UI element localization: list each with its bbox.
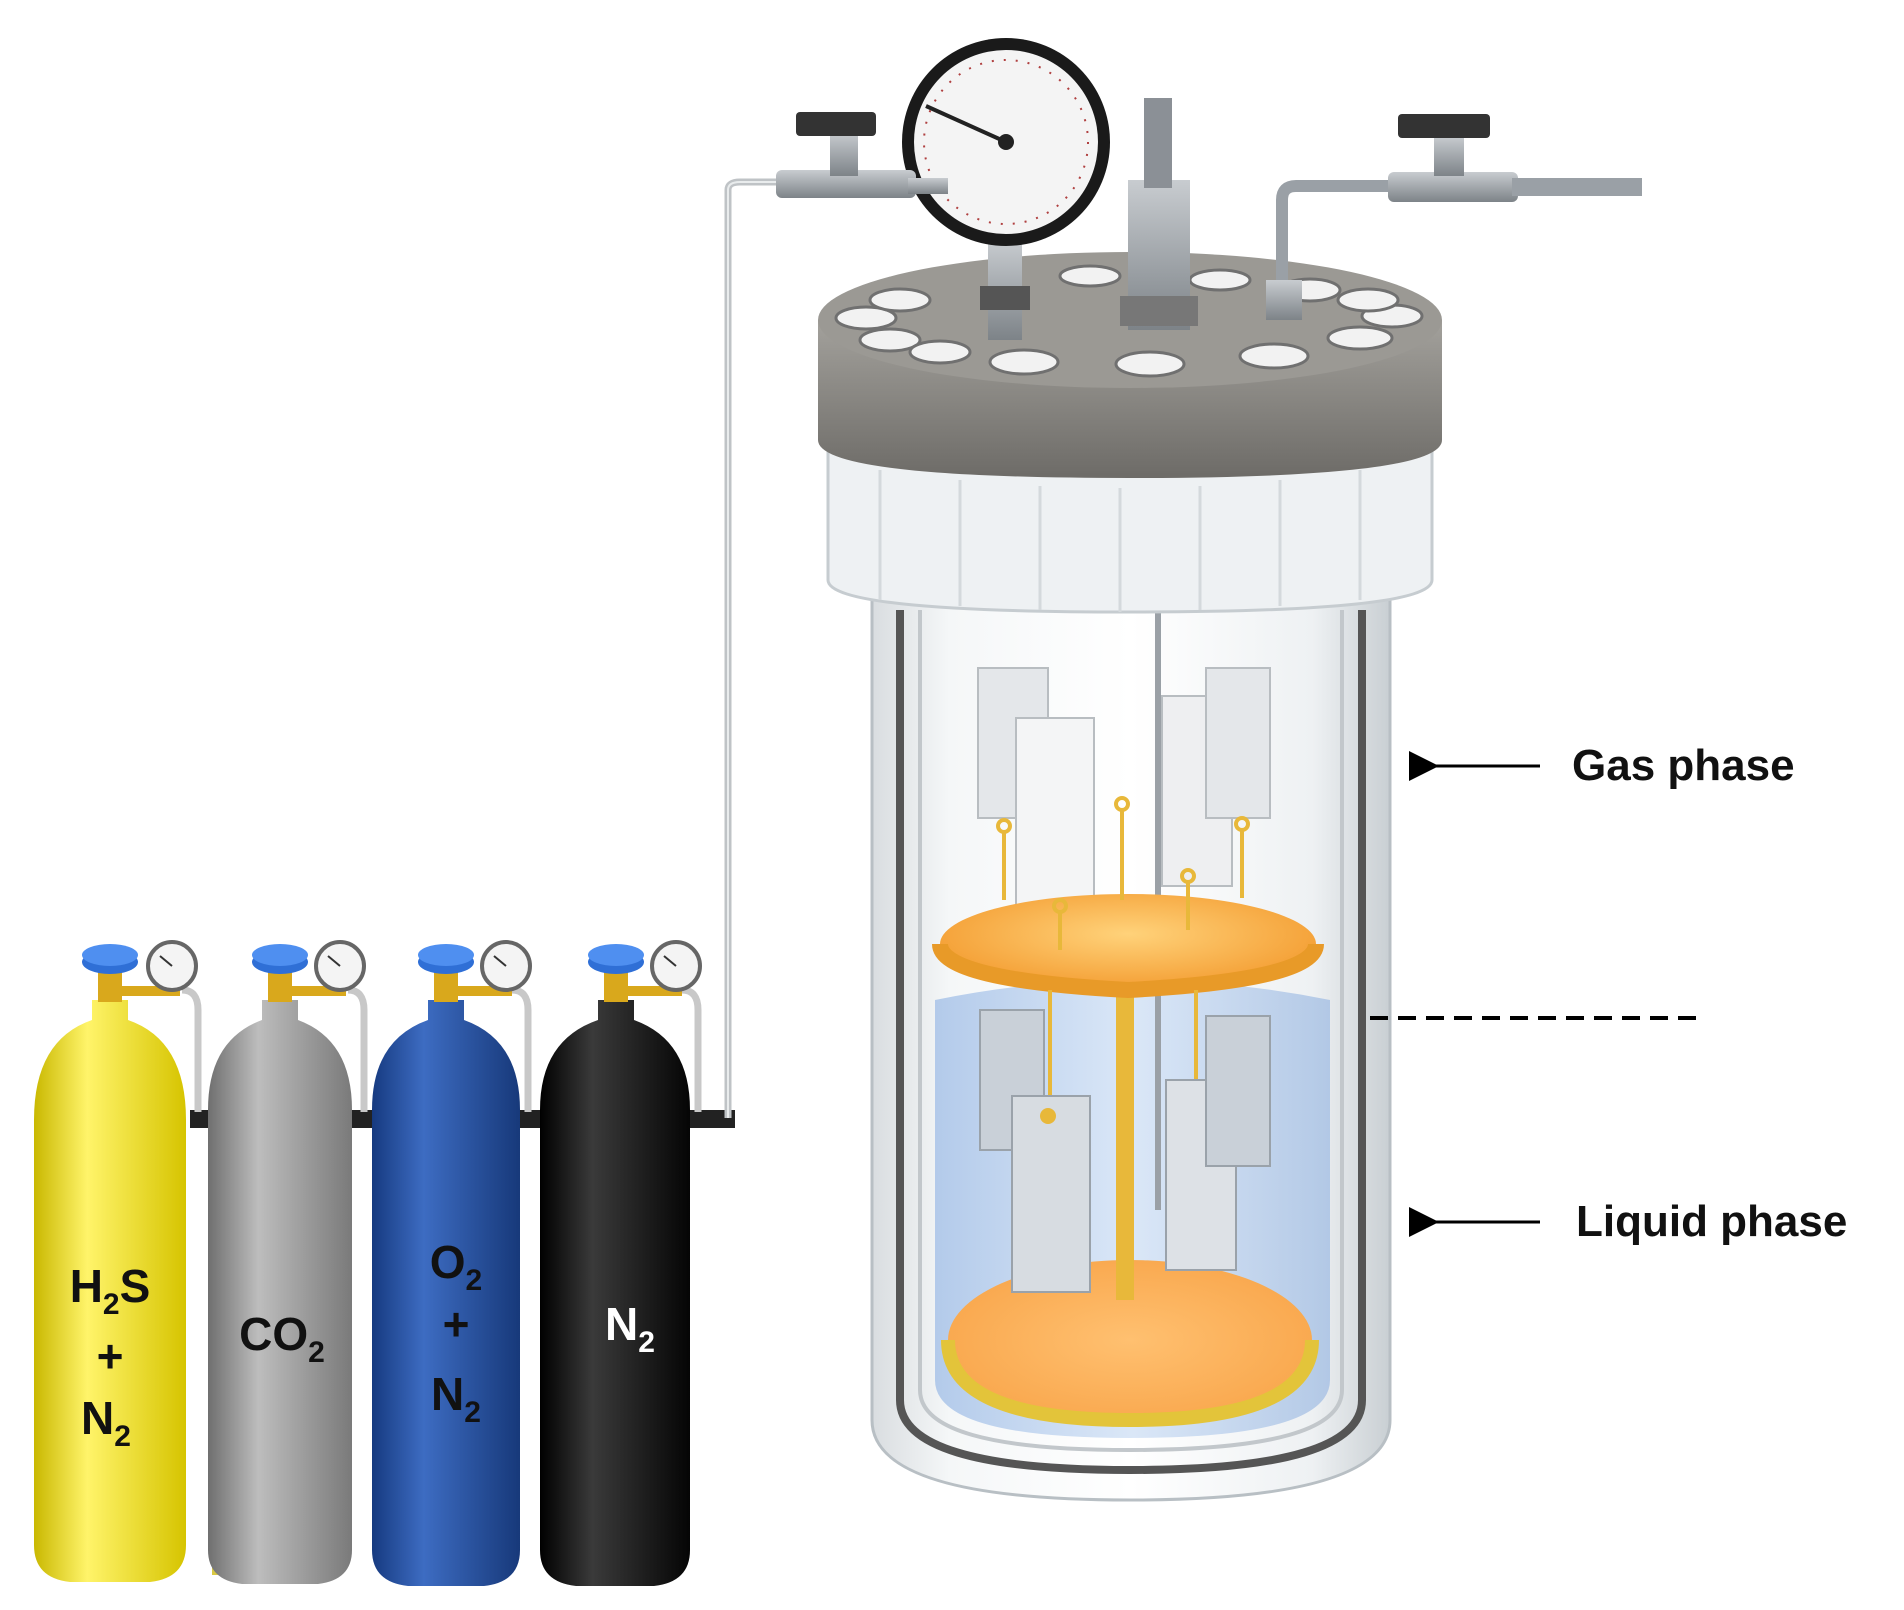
cylinder-label-plus: + (443, 1298, 470, 1350)
gas-cylinders: H2S + N2 CO2 O2 + N2 N2 (34, 178, 780, 1586)
central-rod (1116, 960, 1134, 1300)
gas-specimens (977, 667, 1271, 915)
pressure-gauge-icon (902, 38, 1110, 246)
cylinder-label-h2s: H2S (70, 1260, 151, 1321)
cylinder-label-n2: N2 (431, 1368, 481, 1429)
probe-fitting (1120, 98, 1198, 330)
cylinder-o2-n2 (372, 940, 532, 1586)
cylinder-label-n2: N2 (605, 1298, 655, 1359)
valve-knob-icon (418, 944, 474, 974)
cylinder-label-plus: + (97, 1330, 124, 1382)
valve-knob-icon (588, 944, 644, 974)
cylinder-label-o2: O2 (430, 1236, 482, 1297)
cylinder-n2 (540, 940, 702, 1586)
bottom-plate (948, 1260, 1312, 1420)
phase-annotations: Gas phase Liquid phase (1370, 741, 1847, 1246)
gas-feed-line (724, 178, 780, 1118)
outlet-valve-icon (1266, 114, 1642, 320)
reactor-vessel (776, 38, 1642, 1502)
cylinder-label-co2: CO2 (239, 1308, 325, 1369)
cylinder-co2 (208, 940, 368, 1584)
cylinder-label-n2: N2 (81, 1392, 131, 1453)
liquid-specimens (979, 1009, 1271, 1293)
liquid-phase-label: Liquid phase (1576, 1197, 1847, 1246)
lid-ports (834, 264, 1424, 378)
cylinder-h2s-n2 (34, 940, 222, 1582)
valve-knob-icon (252, 944, 308, 974)
inlet-valve-icon (776, 112, 948, 198)
valve-knob-icon (82, 944, 138, 974)
specimen-holder-disk (940, 894, 1316, 994)
gas-phase-label: Gas phase (1572, 741, 1795, 790)
